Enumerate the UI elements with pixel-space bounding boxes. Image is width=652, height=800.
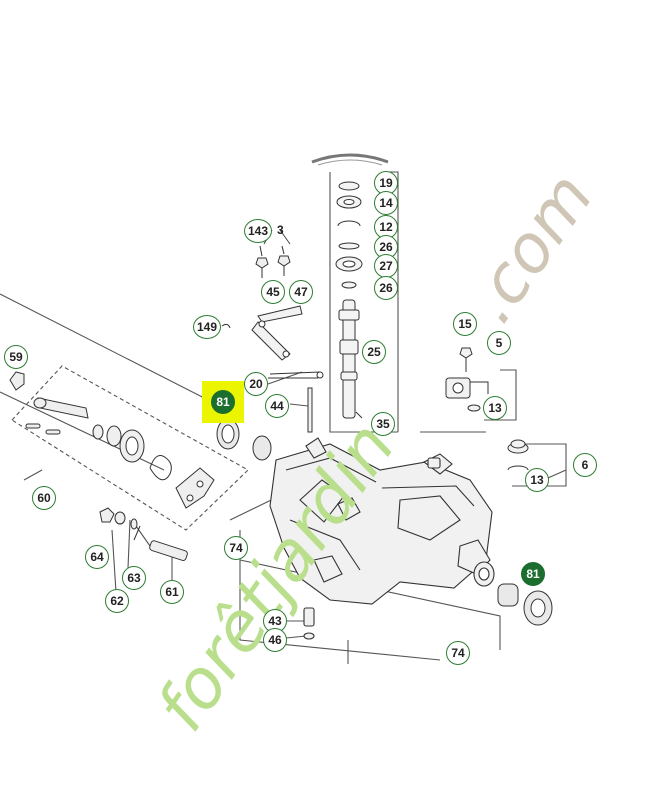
callout-44[interactable]: 44 [265,394,289,418]
callout-45[interactable]: 45 [261,280,285,304]
callout-60[interactable]: 60 [32,486,56,510]
callout-20[interactable]: 20 [244,372,268,396]
callout-26-second[interactable]: 26 [374,276,398,300]
callout-81-highlighted[interactable]: 81 [211,390,235,414]
callout-59[interactable]: 59 [4,345,28,369]
callout-74[interactable]: 74 [224,536,248,560]
callout-149[interactable]: 149 [193,315,221,339]
callout-47[interactable]: 47 [289,280,313,304]
callout-14[interactable]: 14 [374,191,398,215]
label-3: 3 [277,223,284,237]
callout-15[interactable]: 15 [453,312,477,336]
callout-25[interactable]: 25 [362,340,386,364]
callout-6[interactable]: 6 [573,453,597,477]
callout-27[interactable]: 27 [374,254,398,278]
callout-81-second[interactable]: 81 [521,562,545,586]
callout-13[interactable]: 13 [483,396,507,420]
callout-46[interactable]: 46 [263,628,287,652]
callout-35[interactable]: 35 [371,412,395,436]
callout-63[interactable]: 63 [122,566,146,590]
callout-74-second[interactable]: 74 [446,641,470,665]
callout-61[interactable]: 61 [160,580,184,604]
callout-43[interactable]: 43 [263,609,287,633]
callout-62[interactable]: 62 [105,589,129,613]
callout-5[interactable]: 5 [487,331,511,355]
callout-64[interactable]: 64 [85,545,109,569]
callout-13-second[interactable]: 13 [525,468,549,492]
callout-143[interactable]: 143 [244,219,272,243]
